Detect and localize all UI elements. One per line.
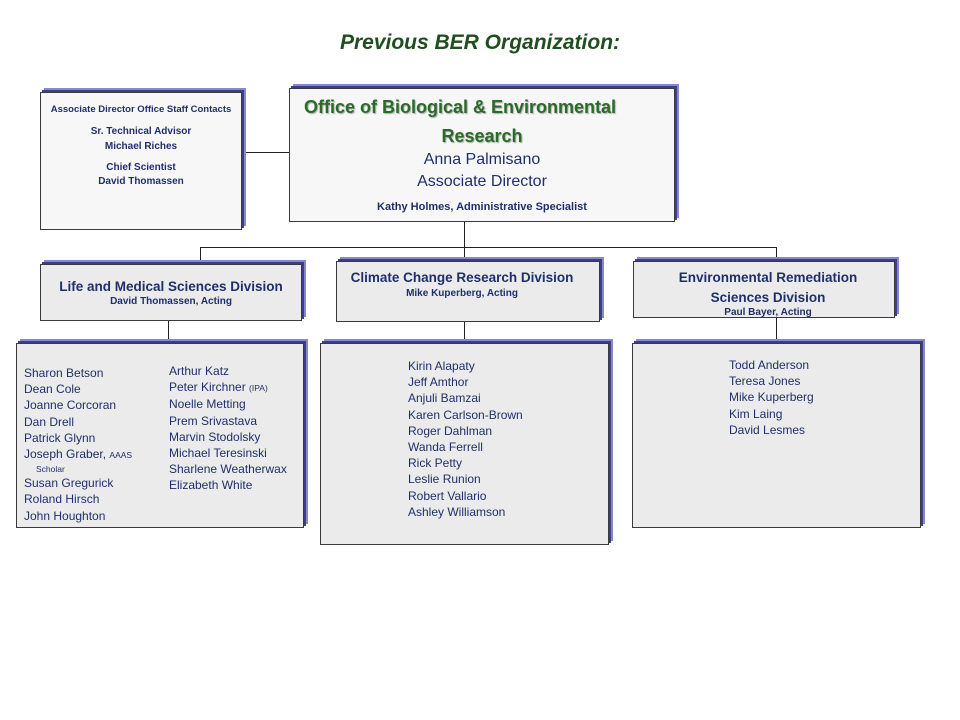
env-staff-connector	[776, 318, 777, 343]
list-item-name: Joseph Graber,	[24, 447, 107, 462]
list-item: Kim Laing	[729, 406, 783, 421]
climate-division-box: Climate Change Research Division Mike Ku…	[336, 261, 600, 322]
staff-name-1: Michael Riches	[104, 141, 178, 152]
list-item: Prem Srivastava	[169, 413, 258, 428]
staff-connector	[242, 152, 289, 153]
staff-role-1: Sr. Technical Advisor	[90, 126, 192, 137]
life-division-name: Life and Medical Sciences Division	[59, 279, 283, 294]
env-division-lead: Paul Bayer, Acting	[724, 307, 812, 318]
list-item: Mike Kuperberg	[729, 390, 814, 405]
life-division-lead: David Thomassen, Acting	[110, 296, 232, 307]
list-item: Michael Teresinski	[169, 446, 267, 461]
list-item: David Lesmes	[729, 422, 806, 437]
office-box: Office of Biological & Environmental Res…	[289, 88, 675, 222]
climate-division-name: Climate Change Research Division	[350, 270, 574, 285]
list-item: Dean Cole	[24, 382, 81, 397]
list-item: Noelle Metting	[169, 397, 246, 412]
list-item: Roger Dahlman	[408, 423, 493, 438]
life-staff-column-1: Sharon Betson Dean Cole Joanne Corcoran …	[24, 365, 132, 524]
list-item: Roland Hirsch	[24, 492, 100, 507]
list-item: Susan Gregurick	[24, 476, 114, 491]
list-item: Sharon Betson	[24, 366, 104, 380]
list-item: Karen Carlson-Brown	[408, 407, 523, 422]
director-name: Anna Palmisano	[423, 151, 541, 168]
climate-division-lead: Mike Kuperberg, Acting	[406, 288, 518, 299]
life-staff-column-2: Arthur Katz Peter Kirchner (IPA) Noelle …	[169, 363, 287, 494]
list-item: Robert Vallario	[408, 488, 487, 503]
climate-staff-connector	[464, 322, 465, 343]
list-item: Todd Anderson	[729, 358, 810, 372]
office-name-line-2: Research	[441, 126, 523, 146]
list-item: Kirin Alapaty	[408, 359, 475, 373]
climate-staff-list: Kirin Alapaty Jeff Amthor Anjuli Bamzai …	[408, 358, 523, 520]
env-staff-list: Todd Anderson Teresa Jones Mike Kuperber…	[729, 357, 814, 438]
life-drop-connector	[200, 247, 201, 264]
list-item: Patrick Glynn	[24, 430, 96, 445]
life-division-box: Life and Medical Sciences Division David…	[40, 264, 302, 321]
list-item: Jeff Amthor	[408, 375, 469, 390]
list-item: Leslie Runion	[408, 472, 481, 487]
list-item: Arthur Katz	[169, 364, 230, 378]
life-staff-box: Sharon Betson Dean Cole Joanne Corcoran …	[16, 343, 304, 528]
climate-drop-connector	[464, 247, 465, 261]
office-name-line-1: Office of Biological & Environmental	[304, 97, 617, 117]
climate-staff-box: Kirin Alapaty Jeff Amthor Anjuli Bamzai …	[320, 343, 609, 545]
list-item: Sharlene Weatherwax	[169, 462, 287, 477]
list-item: Peter Kirchner (IPA)	[169, 379, 287, 396]
list-item: Dan Drell	[24, 414, 75, 429]
director-title: Associate Director	[417, 173, 547, 190]
admin-specialist: Kathy Holmes, Administrative Specialist	[377, 201, 587, 213]
env-division-name-line-2: Sciences Division	[710, 290, 826, 305]
env-division-name-line-1: Environmental Remediation	[678, 270, 858, 285]
chart-title: Previous BER Organization:	[339, 31, 621, 54]
list-item: Elizabeth White	[169, 478, 253, 493]
env-drop-connector	[776, 247, 777, 261]
list-item-name: Peter Kirchner	[169, 380, 246, 395]
list-item: Joanne Corcoran	[24, 398, 117, 413]
list-item: John Houghton	[24, 508, 106, 523]
env-division-box: Environmental Remediation Sciences Divis…	[633, 261, 895, 318]
staff-name-2: David Thomassen	[98, 176, 184, 187]
list-item: Marvin Stodolsky	[169, 429, 261, 444]
staff-contacts-box: Associate Director Office Staff Contacts…	[40, 92, 242, 230]
list-item: Teresa Jones	[729, 374, 801, 389]
division-bus-line	[200, 247, 777, 248]
env-staff-box: Todd Anderson Teresa Jones Mike Kuperber…	[632, 343, 921, 528]
list-item-note: AAAS	[109, 450, 133, 461]
staff-contacts-heading: Associate Director Office Staff Contacts	[50, 104, 232, 115]
staff-role-2: Chief Scientist	[106, 162, 176, 173]
list-item-note: (IPA)	[249, 383, 268, 394]
list-item: Anjuli Bamzai	[408, 391, 481, 406]
list-item: Joseph Graber, AAAS	[24, 446, 132, 463]
life-staff-connector	[168, 321, 169, 343]
list-item: Ashley Williamson	[408, 504, 506, 519]
office-down-connector	[464, 222, 465, 248]
list-item-note-continued: Scholar	[36, 464, 65, 475]
list-item: Rick Petty	[408, 456, 463, 471]
list-item: Wanda Ferrell	[408, 440, 483, 455]
